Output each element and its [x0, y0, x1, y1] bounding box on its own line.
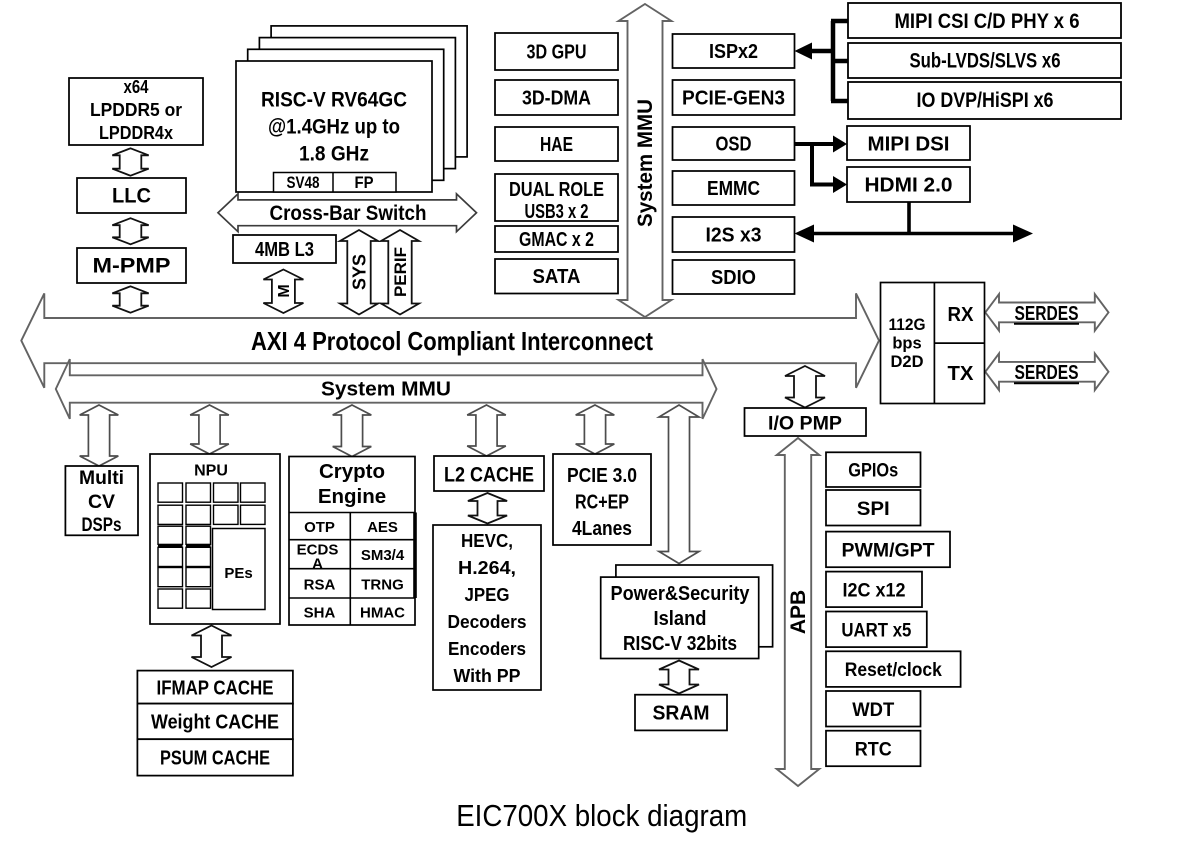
svg-text:I2C x12: I2C x12: [843, 579, 906, 601]
svg-text:TX: TX: [948, 362, 974, 385]
svg-text:EMMC: EMMC: [707, 178, 760, 200]
svg-text:L2 CACHE: L2 CACHE: [444, 464, 534, 487]
svg-text:DUAL ROLE: DUAL ROLE: [509, 179, 604, 201]
svg-text:3D-DMA: 3D-DMA: [522, 88, 591, 110]
svg-text:MIPI CSI C/D PHY x 6: MIPI CSI C/D PHY x 6: [895, 10, 1080, 33]
svg-text:Crypto: Crypto: [319, 460, 385, 483]
svg-text:Encoders: Encoders: [448, 639, 526, 659]
svg-text:GMAC x 2: GMAC x 2: [519, 229, 594, 251]
svg-text:UART x5: UART x5: [841, 619, 911, 641]
svg-text:FP: FP: [355, 174, 374, 192]
svg-text:1.8 GHz: 1.8 GHz: [299, 143, 369, 166]
svg-text:System MMU: System MMU: [321, 379, 451, 401]
svg-text:SRAM: SRAM: [653, 703, 710, 725]
svg-text:MIPI DSI: MIPI DSI: [868, 133, 950, 156]
svg-text:With PP: With PP: [454, 666, 521, 686]
svg-text:SATA: SATA: [533, 266, 581, 288]
svg-text:NPU: NPU: [194, 463, 228, 480]
svg-text:D2D: D2D: [890, 353, 923, 371]
svg-text:SERDES: SERDES: [1015, 303, 1079, 325]
svg-text:PERIF: PERIF: [391, 247, 410, 297]
svg-text:Power&Security: Power&Security: [611, 583, 751, 605]
svg-text:JPEG: JPEG: [465, 585, 510, 605]
svg-text:ISPx2: ISPx2: [709, 41, 758, 63]
svg-text:M: M: [276, 284, 293, 297]
svg-text:Engine: Engine: [318, 485, 386, 508]
svg-text:WDT: WDT: [852, 699, 894, 721]
svg-text:HDMI 2.0: HDMI 2.0: [865, 174, 953, 197]
svg-text:USB3 x 2: USB3 x 2: [525, 201, 589, 223]
svg-text:IO DVP/HiSPI x6: IO DVP/HiSPI x6: [917, 89, 1054, 112]
svg-text:OSD: OSD: [716, 134, 752, 156]
svg-text:AES: AES: [367, 519, 398, 536]
svg-text:ECDS: ECDS: [297, 542, 339, 559]
svg-text:H.264,: H.264,: [458, 558, 516, 578]
svg-text:Sub-LVDS/SLVS x6: Sub-LVDS/SLVS x6: [910, 50, 1061, 73]
svg-text:4MB L3: 4MB L3: [255, 239, 314, 261]
svg-text:DSPs: DSPs: [82, 514, 122, 536]
svg-text:@1.4GHz up to: @1.4GHz up to: [268, 116, 400, 139]
svg-text:SHA: SHA: [304, 605, 336, 622]
svg-text:EIC700X block diagram: EIC700X block diagram: [456, 798, 747, 833]
svg-text:HEVC,: HEVC,: [461, 531, 513, 551]
svg-text:bps: bps: [892, 335, 921, 353]
svg-text:Cross-Bar Switch: Cross-Bar Switch: [270, 202, 427, 225]
svg-text:HAE: HAE: [540, 134, 573, 156]
svg-text:LPDDR5 or: LPDDR5 or: [90, 100, 182, 120]
svg-text:Island: Island: [654, 608, 707, 630]
svg-text:Decoders: Decoders: [448, 612, 527, 632]
svg-text:RC+EP: RC+EP: [575, 492, 629, 514]
svg-text:A: A: [312, 555, 323, 572]
svg-text:3D GPU: 3D GPU: [527, 42, 587, 64]
svg-text:SV48: SV48: [287, 174, 320, 192]
svg-text:SPI: SPI: [857, 498, 890, 520]
svg-text:PCIE 3.0: PCIE 3.0: [567, 465, 637, 487]
svg-text:Weight CACHE: Weight CACHE: [151, 712, 279, 734]
svg-text:GPIOs: GPIOs: [848, 460, 898, 482]
svg-text:RX: RX: [948, 303, 974, 326]
svg-text:PCIE-GEN3: PCIE-GEN3: [682, 88, 785, 110]
svg-text:CV: CV: [88, 491, 115, 513]
svg-text:SM3/4: SM3/4: [361, 547, 405, 564]
svg-text:112G: 112G: [889, 315, 926, 334]
svg-text:I/O PMP: I/O PMP: [768, 413, 842, 435]
svg-text:OTP: OTP: [304, 519, 335, 536]
svg-text:M-PMP: M-PMP: [93, 255, 171, 278]
svg-text:AXI 4 Protocol Compliant Inter: AXI 4 Protocol Compliant Interconnect: [251, 326, 653, 356]
svg-text:Reset/clock: Reset/clock: [845, 659, 942, 681]
svg-text:IFMAP CACHE: IFMAP CACHE: [157, 678, 274, 700]
svg-text:RSA: RSA: [304, 577, 336, 594]
svg-text:I2S x3: I2S x3: [706, 225, 762, 247]
svg-text:4Lanes: 4Lanes: [572, 518, 632, 540]
svg-text:HMAC: HMAC: [360, 605, 405, 622]
svg-text:System MMU: System MMU: [634, 99, 657, 227]
svg-text:PSUM CACHE: PSUM CACHE: [160, 748, 270, 770]
svg-text:Multi: Multi: [79, 467, 124, 489]
svg-text:RISC-V 32bits: RISC-V 32bits: [623, 633, 737, 655]
svg-text:APB: APB: [787, 590, 810, 634]
svg-text:RTC: RTC: [855, 738, 892, 760]
svg-text:RISC-V RV64GC: RISC-V RV64GC: [261, 89, 407, 112]
svg-text:SERDES: SERDES: [1015, 362, 1079, 384]
svg-text:LLC: LLC: [112, 185, 151, 208]
svg-text:SDIO: SDIO: [711, 267, 756, 289]
svg-text:LPDDR4x: LPDDR4x: [99, 123, 173, 143]
svg-text:SYS: SYS: [350, 254, 370, 290]
svg-text:PEs: PEs: [224, 565, 252, 582]
svg-text:x64: x64: [124, 77, 149, 97]
svg-text:PWM/GPT: PWM/GPT: [842, 539, 935, 561]
svg-text:TRNG: TRNG: [361, 577, 404, 594]
